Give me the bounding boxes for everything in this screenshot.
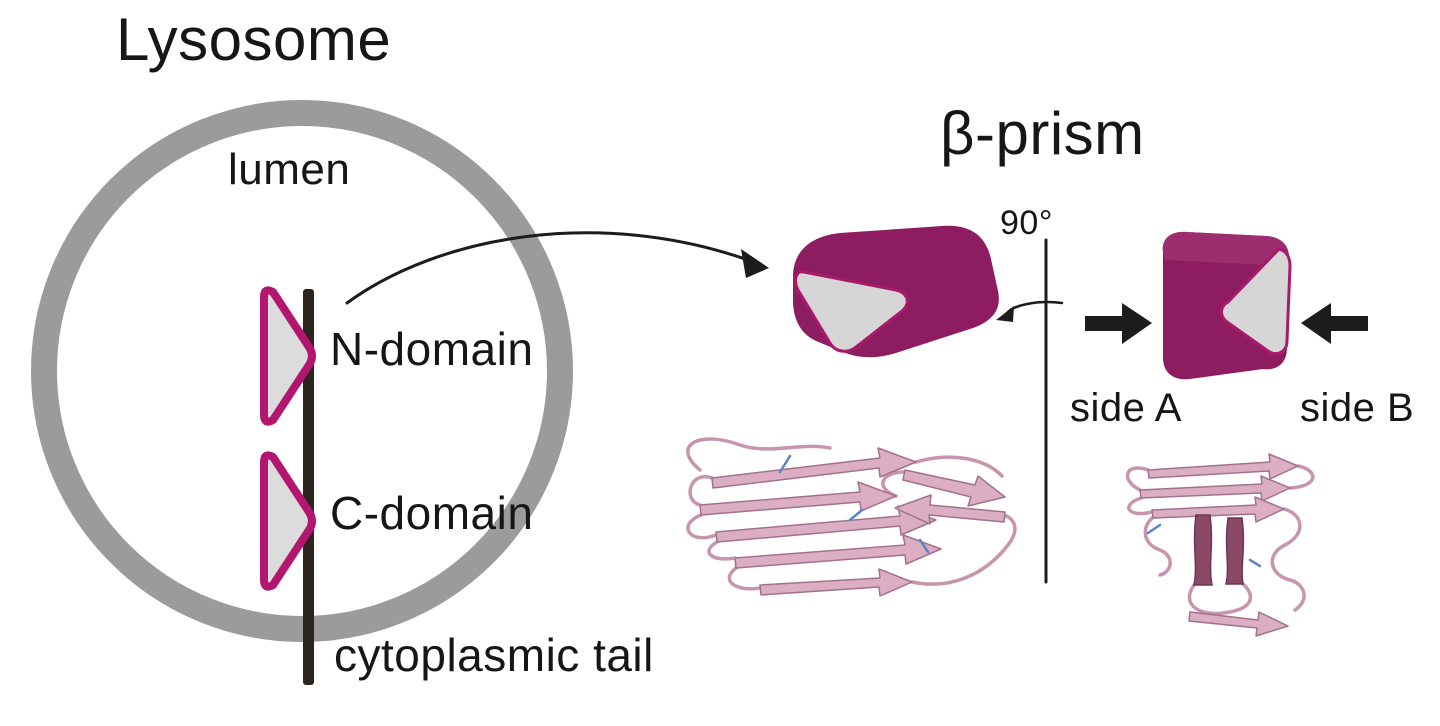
ribbon-loop [1187,582,1253,616]
prism-front-view [793,225,999,358]
ribbon-loop [686,437,832,472]
rotation-arrow-head [996,306,1014,322]
residue-stick [848,508,864,522]
zoom-arrow [345,231,769,305]
protein-ribbon-side [1125,453,1315,637]
membrane-protein-stem [303,289,314,685]
ribbon-strand [1139,475,1291,502]
ribbon-strand [1147,453,1299,480]
residue-stick [1146,523,1162,535]
rotation-arrow [996,300,1064,322]
zoom-arrow-curve [345,231,750,305]
ribbon-dark-strand [1193,514,1213,586]
ribbon-strand [734,534,942,569]
ribbon-strand [894,494,1006,525]
ribbon-loop [914,455,1004,478]
rotation-angle-label: 90° [1000,204,1053,242]
side-a-label: side A [1070,386,1182,430]
residue-stick [918,538,930,554]
ribbon-loop [1125,466,1150,492]
residue-stick [778,454,792,474]
ribbon-loop [1288,464,1315,490]
ribbon-strand [759,568,913,597]
side-a-arrow [1085,303,1152,344]
lysosome-membrane-circle [31,100,573,642]
ribbon-strand [1188,611,1289,637]
ribbon-loop [1127,496,1154,516]
protein-ribbon-front [686,437,1017,597]
ribbon-strand [1151,496,1285,523]
ribbon-loop [1270,507,1306,612]
ribbon-dark-strand [1225,517,1245,585]
prism-side-top-face [1162,231,1290,266]
ribbon-loop [910,513,1017,586]
prism-front-face [794,270,909,353]
side-b-label: side B [1300,386,1415,430]
prism-side-gray-face [1220,247,1292,356]
beta-prism-title: β-prism [940,100,1145,167]
ribbon-loop [727,566,762,591]
lumen-label: lumen [228,145,351,194]
prism-side-view [1162,231,1292,380]
ribbon-strand [711,447,917,489]
side-b-arrow [1301,303,1368,344]
cytoplasmic-tail-label: cytoplasmic tail [334,629,654,681]
c-domain-label: C-domain [330,487,534,539]
ribbon-loop [1143,516,1172,577]
c-domain-triangle [260,451,316,591]
zoom-arrow-head [741,249,769,278]
ribbon-loop [688,474,714,507]
ribbon-loop [686,513,718,540]
ribbon-strand [902,469,1006,507]
residue-stick [1248,558,1262,568]
ribbon-strand [699,481,897,516]
rotation-arrow-curve [1004,300,1064,317]
n-domain-triangle [260,286,316,426]
ribbon-strand [715,505,937,543]
lysosome-title: Lysosome [116,6,392,73]
ribbon-loop [707,540,737,561]
n-domain-label: N-domain [330,323,534,375]
